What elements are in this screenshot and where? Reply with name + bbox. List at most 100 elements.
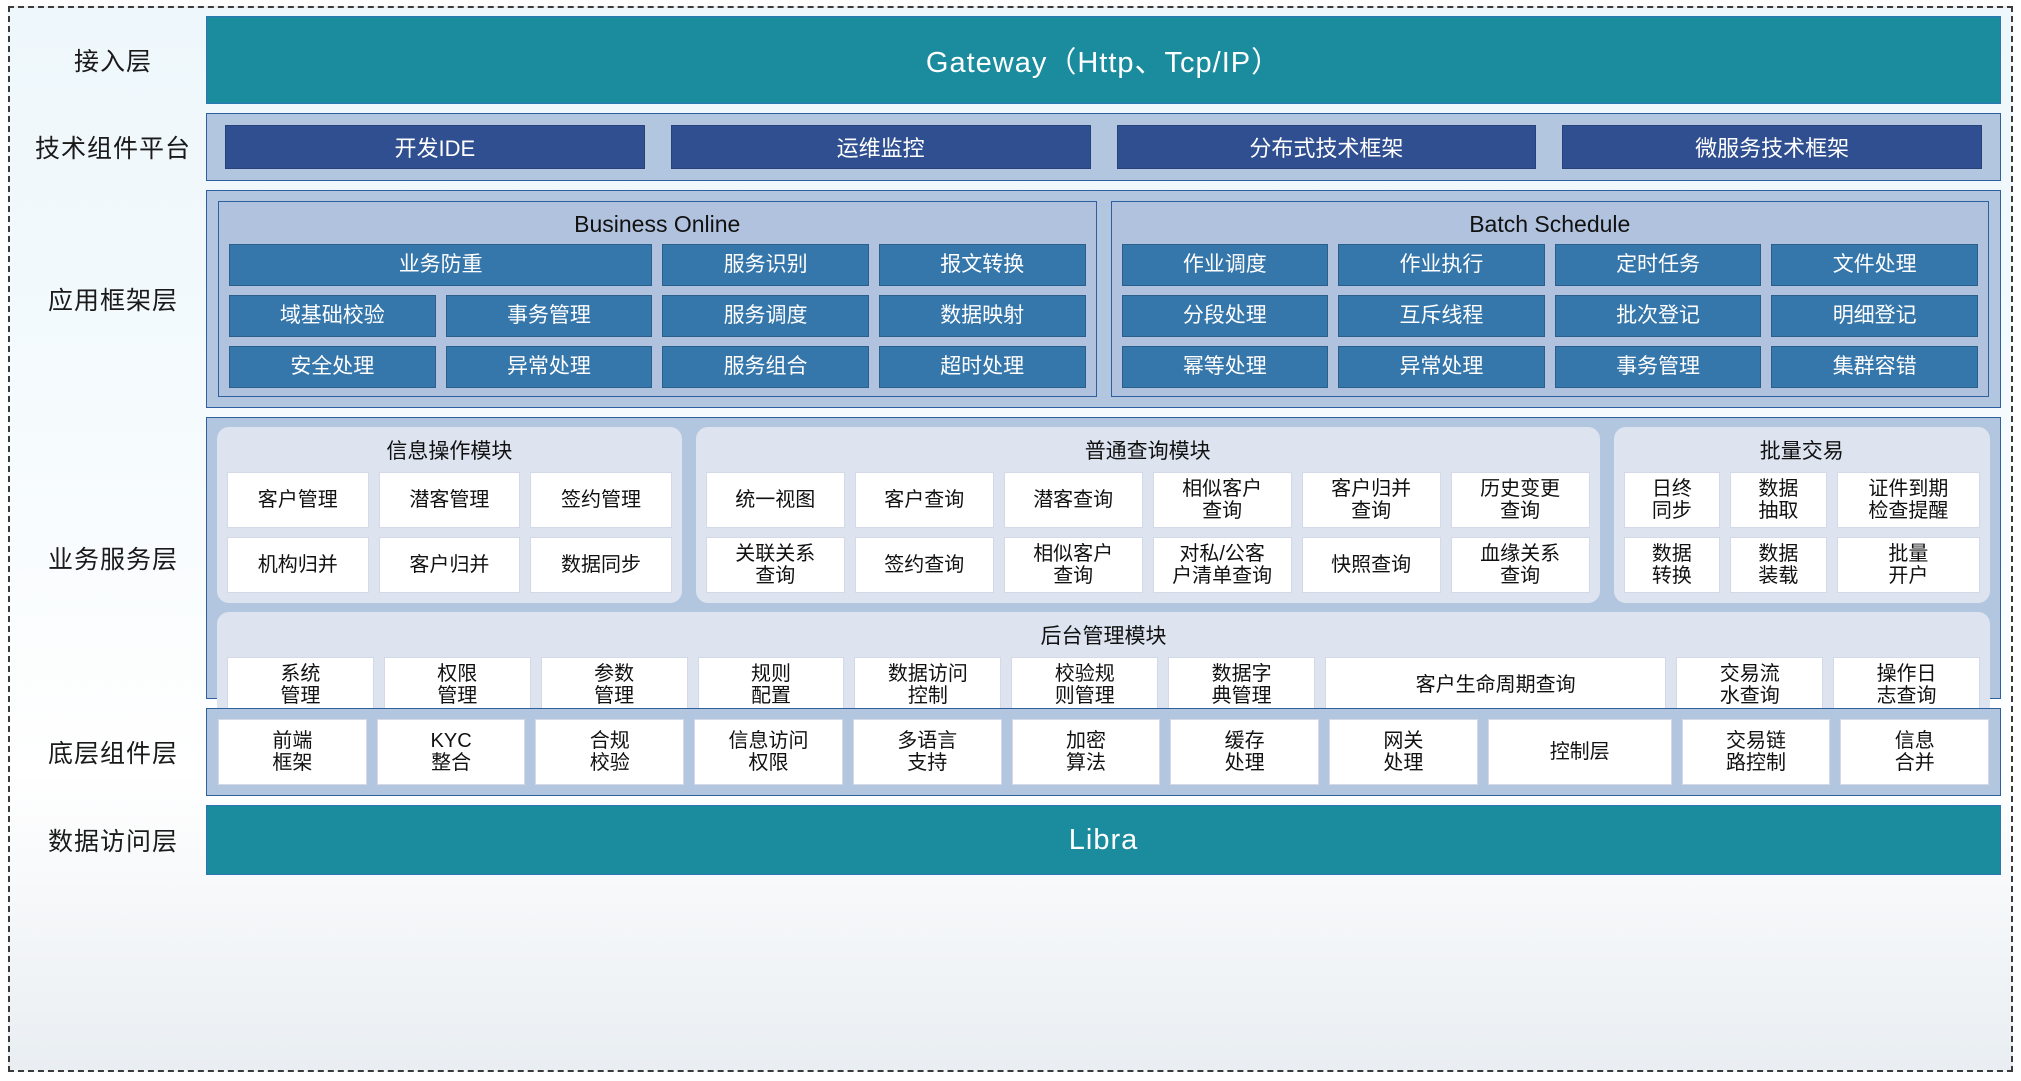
- biz-cell-similar-customer-query[interactable]: 相似客户查询: [1152, 472, 1292, 528]
- biz-cell-parameter-mgmt[interactable]: 参数管理: [540, 657, 688, 713]
- biz-cell-data-dictionary-mgmt[interactable]: 数据字典管理: [1168, 657, 1316, 713]
- gateway-bar[interactable]: Gateway（Http、Tcp/IP）: [206, 16, 2001, 104]
- layer-body-biz: 信息操作模块 客户管理 潜客管理 签约管理 机构归并: [206, 417, 2001, 723]
- biz-cell-data-transform[interactable]: 数据转换: [1623, 537, 1721, 593]
- app-row: 作业调度 作业执行 定时任务 文件处理: [1121, 244, 1978, 286]
- app-grid-batch-schedule: 作业调度 作业执行 定时任务 文件处理 分段处理 互斥线程 批次登记 明细登记: [1121, 244, 1978, 388]
- biz-cell-relation-query[interactable]: 关联关系查询: [705, 537, 845, 593]
- layer-row-access: 接入层 Gateway（Http、Tcp/IP）: [20, 16, 2001, 104]
- app-chip-transaction-mgmt-batch[interactable]: 事务管理: [1554, 346, 1762, 388]
- app-chip-detail-registration[interactable]: 明细登记: [1771, 295, 1978, 337]
- app-chip-timeout-handling[interactable]: 超时处理: [878, 346, 1086, 388]
- layer-label-data: 数据访问层: [47, 828, 178, 856]
- biz-cell-prospect-query[interactable]: 潜客查询: [1003, 472, 1143, 528]
- biz-row: 统一视图 客户查询 潜客查询 相似客户查询 客户归并查询 历史变更查询: [705, 472, 1590, 528]
- app-chip-batch-registration[interactable]: 批次登记: [1554, 295, 1762, 337]
- layer-label-biz: 业务服务层: [47, 546, 178, 574]
- biz-cell-batch-account-open[interactable]: 批量开户: [1836, 537, 1981, 593]
- app-chip-exception-handling[interactable]: 异常处理: [445, 346, 653, 388]
- biz-cell-contract-mgmt[interactable]: 签约管理: [530, 472, 672, 528]
- biz-row: 日终同步 数据抽取 证件到期检查提醒: [1623, 472, 1981, 528]
- app-chip-service-composition[interactable]: 服务组合: [662, 346, 869, 388]
- app-chip-segment-processing[interactable]: 分段处理: [1121, 295, 1329, 337]
- layer-row-biz: 业务服务层 信息操作模块 客户管理 潜客管理: [20, 417, 2001, 723]
- app-chip-data-mapping[interactable]: 数据映射: [878, 295, 1086, 337]
- biz-cell-data-access-control[interactable]: 数据访问控制: [854, 657, 1002, 713]
- layer-body-app: Business Online 业务防重 服务识别 报文转换 域基础校验 事务管…: [206, 190, 2001, 408]
- app-group-batch-schedule: Batch Schedule 作业调度 作业执行 定时任务 文件处理 分段处理: [1110, 201, 1989, 397]
- component-cell-gateway-handling[interactable]: 网关处理: [1329, 719, 1478, 785]
- app-chip-exception-handling-batch[interactable]: 异常处理: [1338, 346, 1545, 388]
- app-chip-domain-validation[interactable]: 域基础校验: [229, 295, 436, 337]
- tech-chip-distributed-framework[interactable]: 分布式技术框架: [1116, 125, 1537, 169]
- biz-cell-eod-sync[interactable]: 日终同步: [1623, 472, 1721, 528]
- app-chip-file-handling[interactable]: 文件处理: [1771, 244, 1978, 286]
- diagram-inner: 接入层 Gateway（Http、Tcp/IP） 技术组件平台 开发IDE 运维…: [20, 16, 2001, 1062]
- tech-chip-ide[interactable]: 开发IDE: [225, 125, 645, 169]
- spacer: [20, 408, 2001, 417]
- app-chip-message-convert[interactable]: 报文转换: [878, 244, 1086, 286]
- biz-cell-customer-mgmt[interactable]: 客户管理: [227, 472, 369, 528]
- spacer: [20, 796, 2001, 805]
- app-chip-transaction-mgmt[interactable]: 事务管理: [445, 295, 653, 337]
- biz-cell-data-extract[interactable]: 数据抽取: [1730, 472, 1827, 528]
- app-chip-service-dispatch[interactable]: 服务调度: [662, 295, 869, 337]
- component-cell-control-layer[interactable]: 控制层: [1487, 719, 1672, 785]
- app-grid-business-online: 业务防重 服务识别 报文转换 域基础校验 事务管理 服务调度 数据映射: [229, 244, 1086, 388]
- component-cell-transaction-chain-control[interactable]: 交易链路控制: [1681, 719, 1831, 785]
- biz-cell-customer-lifecycle-query[interactable]: 客户生命周期查询: [1325, 657, 1667, 713]
- biz-cell-customer-query[interactable]: 客户查询: [854, 472, 994, 528]
- app-group-title-batch-schedule: Batch Schedule: [1469, 211, 1631, 237]
- biz-band: 信息操作模块 客户管理 潜客管理 签约管理 机构归并: [206, 417, 2001, 723]
- biz-cell-customer-merge-query[interactable]: 客户归并查询: [1301, 472, 1441, 528]
- biz-cell-data-load[interactable]: 数据装载: [1730, 537, 1827, 593]
- biz-cell-system-mgmt[interactable]: 系统管理: [227, 657, 374, 713]
- biz-cell-operation-log-query[interactable]: 操作日志查询: [1833, 657, 1980, 713]
- app-chip-business-dedup[interactable]: 业务防重: [229, 244, 653, 286]
- app-chip-mutex-thread[interactable]: 互斥线程: [1338, 295, 1545, 337]
- biz-module-title-general-query: 普通查询模块: [1084, 440, 1211, 463]
- biz-cell-org-merge[interactable]: 机构归并: [227, 537, 369, 593]
- tech-chip-ops-monitor[interactable]: 运维监控: [670, 125, 1091, 169]
- component-cell-compliance-check[interactable]: 合规校验: [535, 719, 685, 785]
- biz-cell-unified-view[interactable]: 统一视图: [705, 472, 845, 528]
- app-chip-security-handling[interactable]: 安全处理: [229, 346, 436, 388]
- biz-cell-rule-config[interactable]: 规则配置: [697, 657, 845, 713]
- app-chip-cluster-fault-tolerance[interactable]: 集群容错: [1771, 346, 1978, 388]
- biz-cell-permission-mgmt[interactable]: 权限管理: [383, 657, 531, 713]
- app-chip-idempotent-handling[interactable]: 幂等处理: [1121, 346, 1329, 388]
- layer-label-component: 底层组件层: [47, 740, 178, 768]
- biz-cell-data-sync[interactable]: 数据同步: [530, 537, 672, 593]
- app-chip-job-execute[interactable]: 作业执行: [1338, 244, 1545, 286]
- app-chip-timed-task[interactable]: 定时任务: [1554, 244, 1762, 286]
- app-chip-service-identify[interactable]: 服务识别: [662, 244, 869, 286]
- biz-cell-lineage-query[interactable]: 血缘关系查询: [1450, 537, 1590, 593]
- component-cell-multilanguage-support[interactable]: 多语言支持: [852, 719, 1002, 785]
- libra-bar[interactable]: Libra: [206, 805, 2001, 875]
- component-cell-info-access-permission[interactable]: 信息访问权限: [694, 719, 843, 785]
- biz-cell-snapshot-query[interactable]: 快照查询: [1301, 537, 1441, 593]
- biz-cell-private-public-customer-list-query[interactable]: 对私/公客户清单查询: [1152, 537, 1292, 593]
- component-cell-frontend-framework[interactable]: 前端框架: [218, 719, 367, 785]
- app-row: 分段处理 互斥线程 批次登记 明细登记: [1121, 295, 1978, 337]
- biz-row: 机构归并 客户归并 数据同步: [227, 537, 672, 593]
- biz-cell-prospect-mgmt[interactable]: 潜客管理: [378, 472, 521, 528]
- component-cell-cache-handling[interactable]: 缓存处理: [1170, 719, 1320, 785]
- tech-chip-microservice-framework[interactable]: 微服务技术框架: [1562, 125, 1982, 169]
- component-cell-info-merge[interactable]: 信息合并: [1840, 719, 1990, 785]
- biz-cell-contract-query[interactable]: 签约查询: [854, 537, 994, 593]
- biz-cell-cert-expiry-reminder[interactable]: 证件到期检查提醒: [1836, 472, 1981, 528]
- biz-cell-customer-merge[interactable]: 客户归并: [378, 537, 521, 593]
- biz-grid-batch-transaction: 日终同步 数据抽取 证件到期检查提醒 数据转换 数据装载 批量开户: [1623, 472, 1981, 593]
- app-chip-job-schedule[interactable]: 作业调度: [1121, 244, 1329, 286]
- biz-module-title-info-operation: 信息操作模块: [386, 440, 513, 463]
- component-cell-encryption-algorithm[interactable]: 加密算法: [1011, 719, 1161, 785]
- app-group-business-online: Business Online 业务防重 服务识别 报文转换 域基础校验 事务管…: [218, 201, 1097, 397]
- biz-grid-info-operation: 客户管理 潜客管理 签约管理 机构归并 客户归并 数据同步: [227, 472, 672, 593]
- biz-cell-history-change-query[interactable]: 历史变更查询: [1450, 472, 1590, 528]
- biz-cell-similar-customer-query-2[interactable]: 相似客户查询: [1003, 537, 1143, 593]
